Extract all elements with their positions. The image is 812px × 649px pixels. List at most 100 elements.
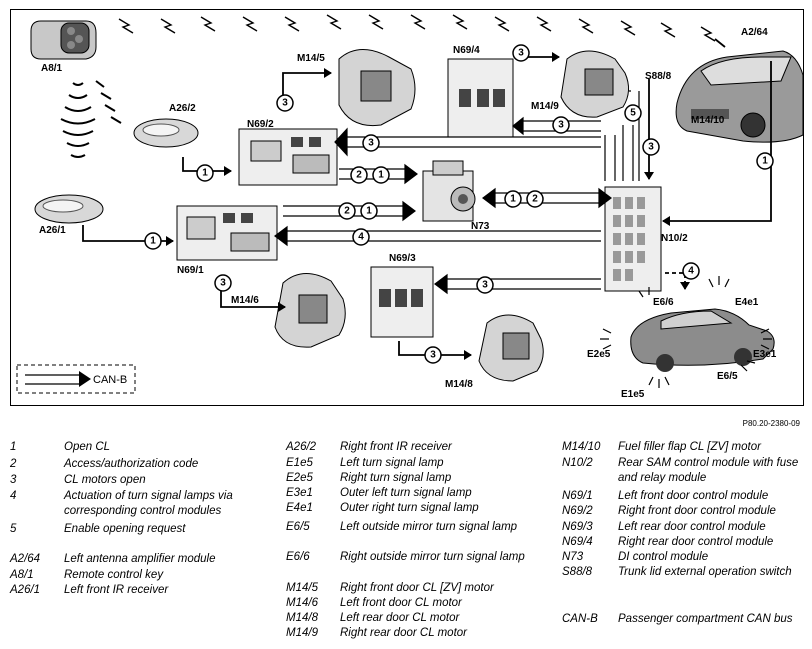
svg-text:1: 1 (762, 156, 768, 167)
svg-text:1: 1 (378, 170, 384, 181)
legend-code: M14/10 (562, 441, 601, 453)
legend-code: N69/3 (562, 521, 593, 533)
m14-9-label: M14/9 (531, 101, 559, 112)
signal-circles (144, 44, 774, 364)
remote-key-icon (30, 20, 97, 60)
m14-10-label: M14/10 (691, 115, 725, 126)
ir-receiver-right-icon (133, 118, 199, 148)
legend-description: Access/authorization code (64, 458, 199, 470)
m14-8-label: M14/8 (445, 379, 473, 390)
svg-text:3: 3 (430, 350, 436, 361)
svg-text:1: 1 (366, 206, 372, 217)
legend-description: Fuel filler flap CL [ZV] motor (618, 441, 761, 453)
legend-code: E6/6 (286, 551, 310, 563)
legend-description: CL motors open (64, 474, 146, 486)
n69-1-label: N69/1 (177, 265, 204, 276)
legend-description: Left front IR receiver (64, 584, 169, 596)
figure-reference: P80.20-2380-09 (742, 419, 800, 428)
n69-1-module-icon (176, 205, 278, 261)
legend-code: CAN-B (562, 613, 598, 625)
legend-description: Open CL (64, 441, 111, 453)
legend-description: Actuation of turn signal lamps via corre… (64, 490, 233, 517)
n69-3-module-icon (370, 266, 434, 338)
legend-code: N69/1 (562, 490, 593, 502)
legend-code: 2 (10, 458, 17, 470)
front-car-icon (630, 308, 775, 372)
legend-code: M14/8 (286, 612, 318, 624)
e4e1-label: E4e1 (735, 297, 759, 308)
legend-code: 3 (10, 474, 17, 486)
svg-text:4: 4 (688, 266, 694, 277)
legend-code: A8/1 (10, 569, 34, 581)
svg-text:4: 4 (358, 232, 364, 243)
legend-description: Left front door CL motor (340, 597, 462, 609)
n69-2-module-icon (238, 128, 338, 186)
s88-8-label: S88/8 (645, 71, 672, 82)
legend-description: Right rear door control module (618, 536, 774, 548)
n73-module-icon (422, 160, 476, 222)
legend-description: DI control module (618, 551, 709, 563)
legend-description: Right rear door CL motor (340, 627, 467, 639)
legend-code: N69/2 (562, 505, 593, 517)
e2e5-label: E2e5 (587, 349, 611, 360)
m14-8-motor-icon (478, 314, 544, 382)
radio-waves (118, 14, 716, 42)
svg-text:3: 3 (282, 98, 288, 109)
n10-2-module-icon (604, 186, 662, 292)
legend-description: Right turn signal lamp (340, 472, 452, 484)
legend-code: M14/9 (286, 627, 318, 639)
svg-text:2: 2 (344, 206, 350, 217)
m14-6-motor-icon (274, 273, 346, 348)
a26-1-label: A26/1 (39, 225, 66, 236)
a2-64-label: A2/64 (741, 27, 768, 38)
svg-text:1: 1 (510, 194, 516, 205)
legend-description: Left antenna amplifier module (64, 553, 216, 565)
legend-code: E4e1 (286, 502, 313, 514)
svg-text:3: 3 (518, 48, 524, 59)
legend-code: A2/64 (10, 553, 41, 565)
m14-9-motor-icon (560, 50, 629, 118)
legend-code: M14/6 (286, 597, 318, 609)
legend-code: N69/4 (562, 536, 593, 548)
n69-2-label: N69/2 (247, 119, 274, 130)
m14-5-motor-icon (338, 49, 416, 127)
legend-description: Trunk lid external operation switch (618, 566, 792, 578)
signal-numbers: 1 1 1 3 5 3 3 3 3 2 1 2 1 1 2 4 3 3 3 4 (150, 48, 768, 361)
a26-2-label: A26/2 (169, 103, 196, 114)
can-b-legend-label: CAN-B (93, 374, 127, 386)
legend-description: Left turn signal lamp (340, 457, 444, 469)
legend-code: 5 (10, 523, 17, 535)
legend-code: E3e1 (286, 487, 313, 499)
n10-2-label: N10/2 (661, 233, 688, 244)
legend-description: Right front door control module (618, 505, 776, 517)
svg-text:2: 2 (532, 194, 538, 205)
legend-description: Outer left turn signal lamp (340, 487, 472, 499)
legend-code: E6/5 (286, 521, 310, 533)
m14-5-label: M14/5 (297, 53, 325, 64)
legend-description: Right outside mirror turn signal lamp (340, 551, 525, 563)
n69-4-module-icon (447, 58, 514, 138)
lamp-flash-icons (600, 276, 772, 388)
svg-text:3: 3 (558, 120, 564, 131)
legend-code: E2e5 (286, 472, 313, 484)
svg-text:3: 3 (648, 142, 654, 153)
legend-description: Left rear door control module (618, 521, 766, 533)
svg-text:3: 3 (482, 280, 488, 291)
legend-description: Right front door CL [ZV] motor (340, 582, 494, 594)
legend-description: Right front IR receiver (340, 441, 452, 453)
e1e5-label: E1e5 (621, 389, 645, 400)
a8-1-label: A8/1 (41, 63, 63, 74)
n69-3-label: N69/3 (389, 253, 416, 264)
svg-text:1: 1 (202, 168, 208, 179)
ir-receiver-left-icon (34, 194, 104, 224)
can-b-diagram: A8/1 A26/2 A26/1 N69/2 N69/1 N73 (16, 14, 804, 400)
e6-5-label: E6/5 (717, 371, 738, 382)
legend-description: Passenger compartment CAN bus (618, 613, 793, 625)
n69-4-label: N69/4 (453, 45, 480, 56)
diagram-frame: A8/1 A26/2 A26/1 N69/2 N69/1 N73 (10, 9, 804, 406)
svg-text:3: 3 (368, 138, 374, 149)
svg-text:3: 3 (220, 278, 226, 289)
legend-description: Left rear door CL motor (340, 612, 460, 624)
legend-code: 4 (10, 490, 17, 502)
legend-code: A26/1 (10, 584, 41, 596)
